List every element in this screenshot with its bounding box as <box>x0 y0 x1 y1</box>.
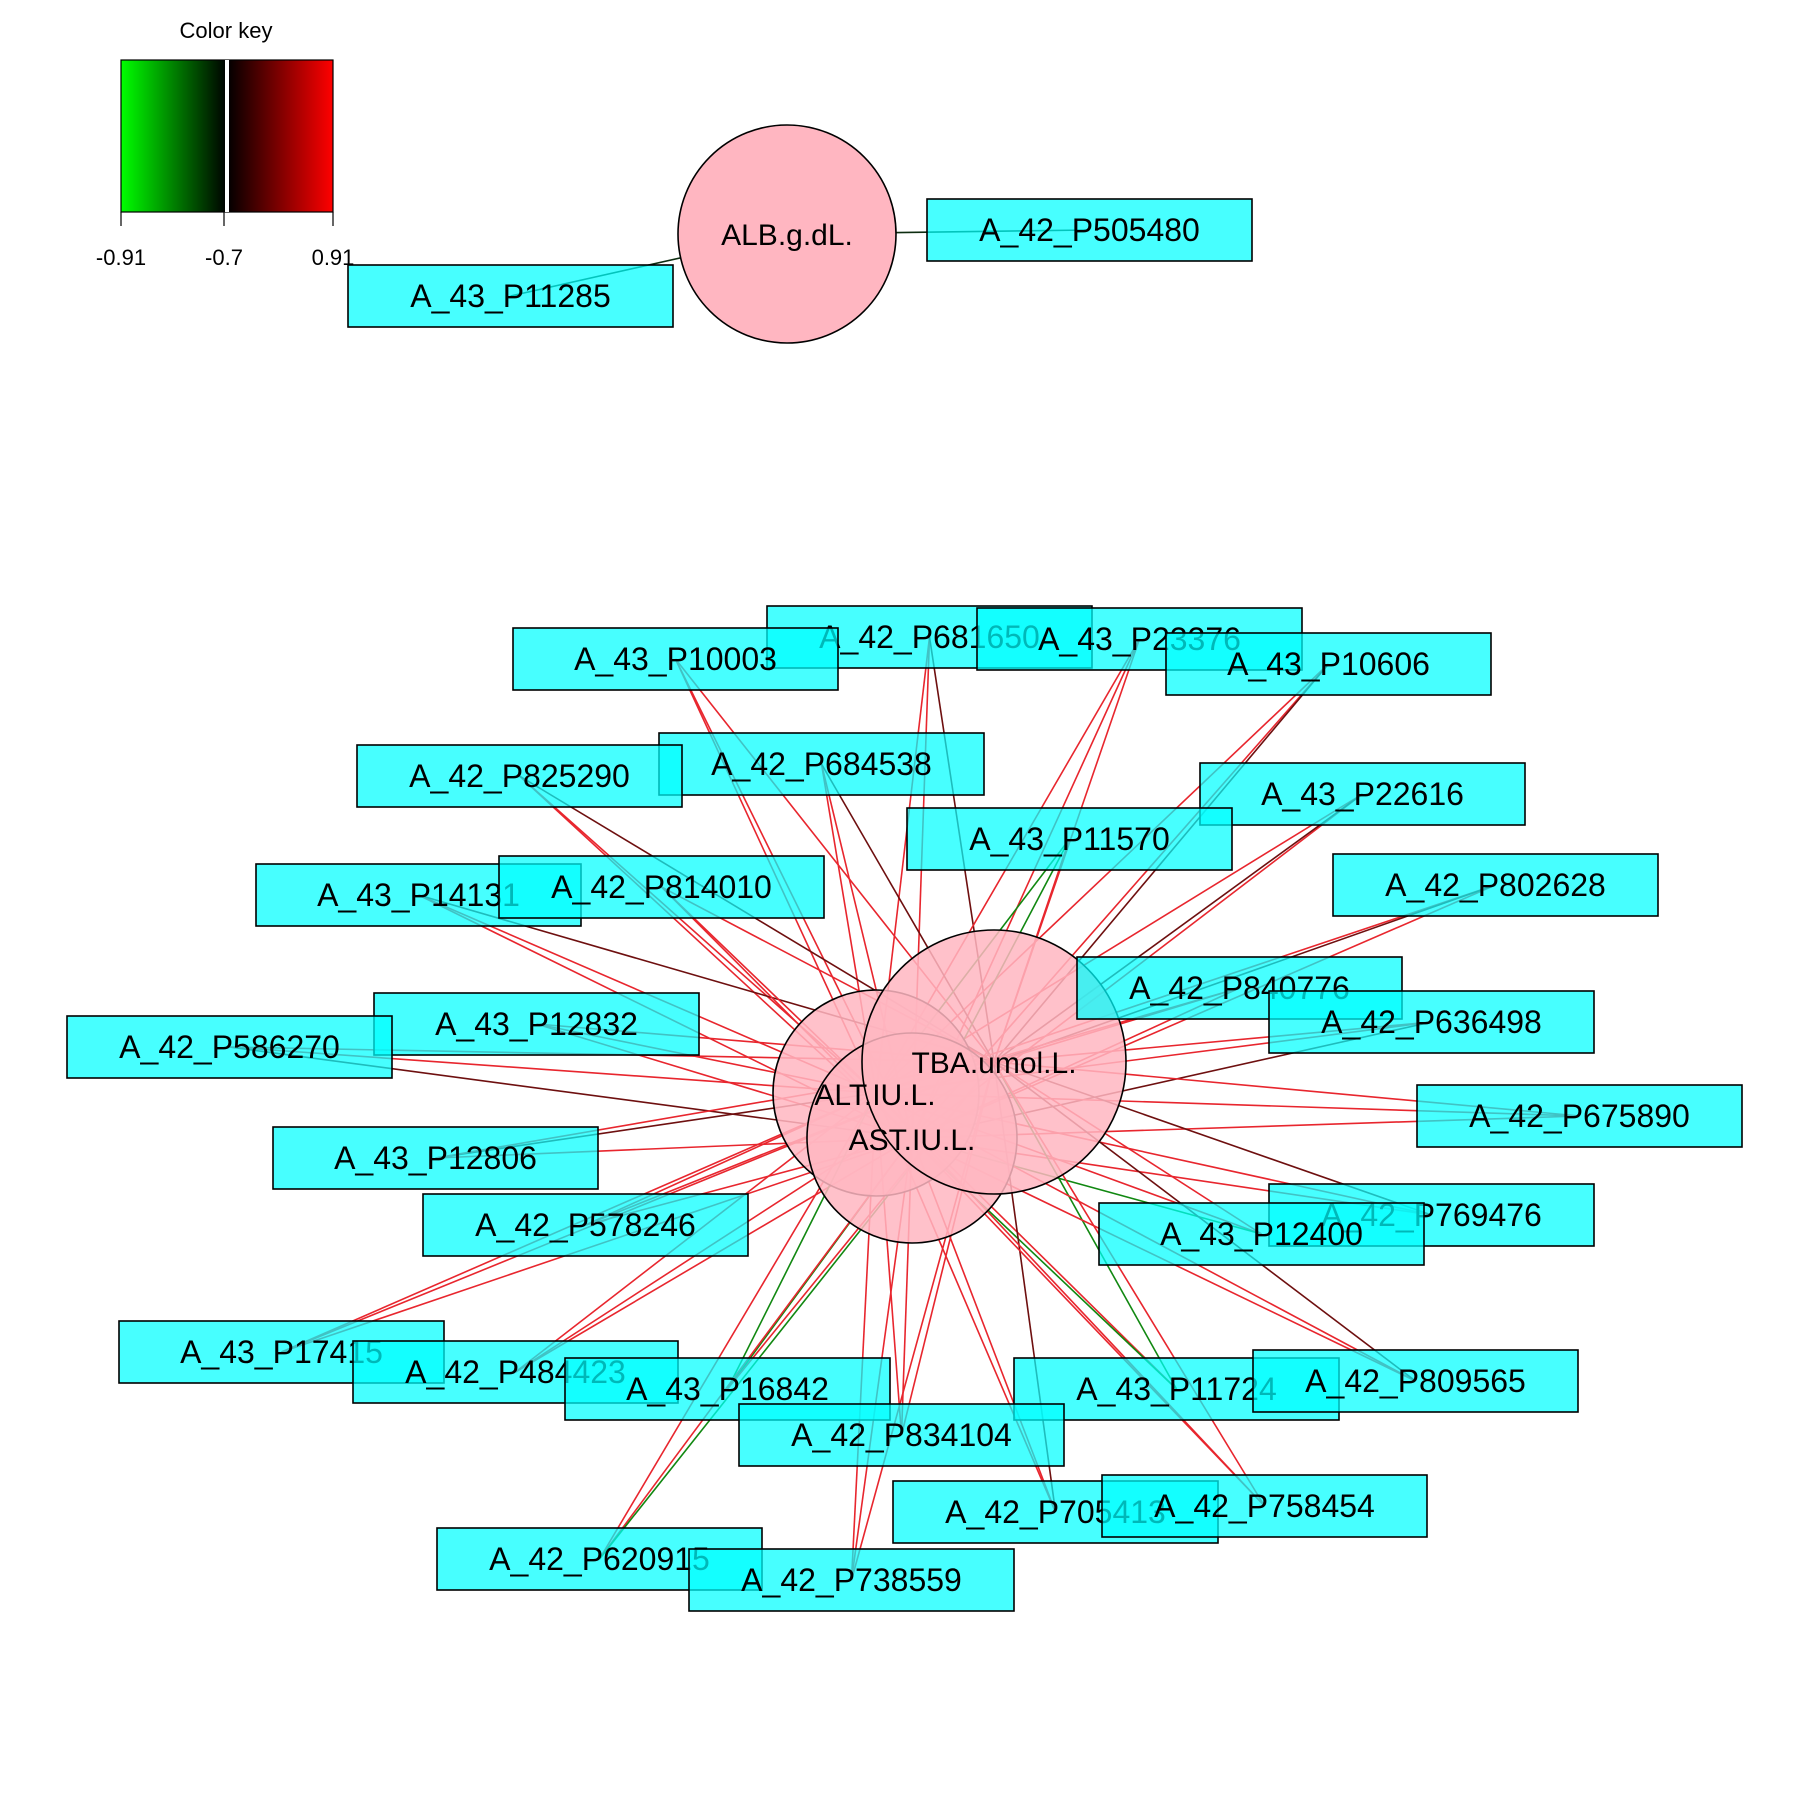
gene-node-p834104[interactable]: A_42_P834104 <box>738 1403 1065 1467</box>
gene-label: A_42_P675890 <box>1469 1098 1690 1134</box>
gene-box[interactable] <box>1416 1084 1743 1148</box>
color-key-title: Color key <box>180 18 273 43</box>
gene-label: A_43_P12832 <box>435 1006 638 1042</box>
gene-box[interactable] <box>512 627 839 691</box>
trait-label-tba: TBA.umol.L. <box>911 1047 1076 1080</box>
trait-node-alb[interactable] <box>677 124 897 344</box>
gene-box[interactable] <box>373 992 700 1056</box>
gene-node-p809565[interactable]: A_42_P809565 <box>1252 1349 1579 1413</box>
gene-label: A_42_P758454 <box>1154 1488 1375 1524</box>
gene-box[interactable] <box>1199 762 1526 826</box>
gene-box[interactable] <box>1101 1474 1428 1538</box>
gene-node-p675890[interactable]: A_42_P675890 <box>1416 1084 1743 1148</box>
gene-box[interactable] <box>1332 853 1659 917</box>
gene-label: A_43_P12806 <box>334 1140 537 1176</box>
gene-label: A_42_P684538 <box>711 746 932 782</box>
color-key-tick-threshold: -0.7 <box>205 245 243 270</box>
gene-box[interactable] <box>498 855 825 919</box>
gene-label: A_42_P814010 <box>551 869 772 905</box>
gene-node-p814010[interactable]: A_42_P814010 <box>498 855 825 919</box>
gene-box[interactable] <box>688 1548 1015 1612</box>
trait-label-alt: ALT.IU.L. <box>814 1079 935 1112</box>
gene-box[interactable] <box>906 807 1233 871</box>
gene-label: A_43_P12400 <box>1160 1216 1363 1252</box>
gene-box[interactable] <box>926 198 1253 262</box>
gene-node-p11285[interactable]: A_43_P11285 <box>347 264 674 328</box>
gene-box[interactable] <box>738 1403 1065 1467</box>
trait-nodes-layer: ALB.g.dL. ALT.IU.L. AST.IU.L. TBA.umol.L. <box>677 124 1127 1244</box>
gene-node-p636498[interactable]: A_42_P636498 <box>1268 990 1595 1054</box>
gene-node-p802628[interactable]: A_42_P802628 <box>1332 853 1659 917</box>
gene-node-p22616[interactable]: A_43_P22616 <box>1199 762 1526 826</box>
gene-box[interactable] <box>1165 632 1492 696</box>
gene-label: A_43_P22616 <box>1261 776 1464 812</box>
gene-box[interactable] <box>66 1015 393 1079</box>
gene-label: A_43_P17415 <box>180 1334 383 1370</box>
trait-label-alb: ALB.g.dL. <box>721 219 853 252</box>
gene-box[interactable] <box>272 1126 599 1190</box>
gene-box[interactable] <box>658 732 985 796</box>
gene-node-p586270[interactable]: A_42_P586270 <box>66 1015 393 1079</box>
gene-label: A_43_P16842 <box>626 1371 829 1407</box>
gene-box[interactable] <box>356 744 683 808</box>
gene-node-p12806[interactable]: A_43_P12806 <box>272 1126 599 1190</box>
gene-label: A_42_P834104 <box>791 1417 1012 1453</box>
color-key-tick-min: -0.91 <box>96 245 146 270</box>
gene-label: A_43_P14131 <box>317 877 520 913</box>
color-key-axis <box>120 212 334 226</box>
gene-label: A_42_P825290 <box>409 758 630 794</box>
trait-node-tba[interactable] <box>861 929 1127 1195</box>
gene-label: A_43_P10003 <box>574 641 777 677</box>
gene-box[interactable] <box>1252 1349 1579 1413</box>
gene-label: A_42_P802628 <box>1385 867 1606 903</box>
gene-node-p825290[interactable]: A_42_P825290 <box>356 744 683 808</box>
gene-node-p10606[interactable]: A_43_P10606 <box>1165 632 1492 696</box>
gene-label: A_43_P10606 <box>1227 646 1430 682</box>
gene-label: A_42_P620915 <box>489 1541 710 1577</box>
gene-label: A_42_P636498 <box>1321 1004 1542 1040</box>
gene-label: A_42_P586270 <box>119 1029 340 1065</box>
gene-label: A_42_P738559 <box>741 1562 962 1598</box>
gene-node-p10003[interactable]: A_43_P10003 <box>512 627 839 691</box>
gene-label: A_43_P11570 <box>969 821 1169 857</box>
gene-box[interactable] <box>1098 1202 1425 1266</box>
gene-node-p738559[interactable]: A_42_P738559 <box>688 1548 1015 1612</box>
gene-box[interactable] <box>1268 990 1595 1054</box>
trait-label-ast: AST.IU.L. <box>849 1124 976 1157</box>
gene-box[interactable] <box>347 264 674 328</box>
gene-node-p758454[interactable]: A_42_P758454 <box>1101 1474 1428 1538</box>
color-key: Color key -0.91 -0.7 0.91 <box>96 18 354 270</box>
gene-label: A_42_P809565 <box>1305 1363 1526 1399</box>
gene-nodes-layer: A_43_P11285A_42_P505480A_42_P681650A_43_… <box>66 198 1743 1612</box>
gene-box[interactable] <box>422 1193 749 1257</box>
gene-node-p11570[interactable]: A_43_P11570 <box>906 807 1233 871</box>
gene-label: A_42_P578246 <box>475 1207 696 1243</box>
gene-node-p684538[interactable]: A_42_P684538 <box>658 732 985 796</box>
gene-node-p12832[interactable]: A_43_P12832 <box>373 992 700 1056</box>
trait-circle-tba[interactable] <box>861 929 1127 1195</box>
gene-node-p12400[interactable]: A_43_P12400 <box>1098 1202 1425 1266</box>
gene-node-p578246[interactable]: A_42_P578246 <box>422 1193 749 1257</box>
gene-label: A_42_P505480 <box>979 212 1200 248</box>
gene-label: A_43_P11724 <box>1076 1371 1276 1407</box>
gene-node-p505480[interactable]: A_42_P505480 <box>926 198 1253 262</box>
trait-circle-alb[interactable] <box>677 124 897 344</box>
gene-label: A_43_P11285 <box>410 278 610 314</box>
